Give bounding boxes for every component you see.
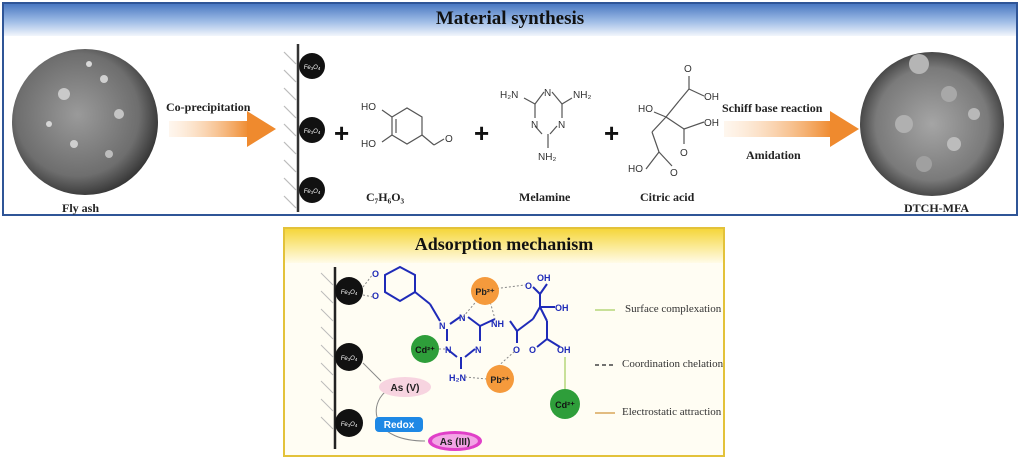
nh-label: NH	[491, 319, 504, 329]
synthesis-graphic: Fe₃O₄ Fe₃O₄ Fe₃O₄ + + + HO HO O	[12, 44, 1004, 212]
hydroxyl-label: OH	[557, 345, 571, 355]
svg-text:Pb²⁺: Pb²⁺	[475, 287, 494, 297]
plus-sign: +	[474, 118, 489, 148]
schiff-base-arrow	[724, 111, 859, 147]
co-precipitation-arrow	[169, 111, 276, 147]
fe3o4-particle: Fe₃O₄	[335, 277, 363, 305]
surface-wall	[320, 267, 337, 449]
mechanism-header: Adsorption mechanism	[285, 229, 723, 263]
as5-badge: As (V)	[379, 377, 431, 397]
melamine-structure	[523, 91, 573, 148]
mechanism-graphic: Fe₃O₄ Fe₃O₄ Fe₃O₄	[320, 265, 615, 451]
svg-text:Cd²⁺: Cd²⁺	[415, 345, 435, 355]
amidation-label: Amidation	[746, 148, 801, 162]
nitrogen-label: N	[445, 345, 452, 355]
reagent-melamine-label: Melamine	[519, 190, 571, 204]
dihydroxybenzaldehyde-structure	[381, 107, 445, 146]
pb-ion: Pb²⁺	[471, 277, 499, 305]
hydroxyl-label: OH	[704, 92, 719, 103]
oxygen-label: O	[529, 345, 536, 355]
hydroxyl-label: HO	[628, 164, 643, 175]
legend-surface-complexation: Surface complexation	[625, 303, 722, 315]
as3-badge: As (III)	[428, 431, 482, 451]
redox-cycle-line	[375, 391, 426, 442]
cd-ion: Cd²⁺	[550, 389, 580, 419]
fe3o4-particle: Fe₃O₄	[335, 343, 363, 371]
hydroxyl-label: HO	[361, 139, 376, 150]
amine-label: NH₂	[573, 90, 591, 101]
amine-label: H₂N	[449, 373, 466, 383]
adsorption-mechanism-panel: Adsorption mechanism Fe₃O₄ Fe₃	[283, 227, 725, 457]
cd-ion: Cd²⁺	[411, 335, 439, 363]
svg-text:As (III): As (III)	[440, 437, 471, 448]
hydroxyl-label: HO	[361, 102, 376, 113]
svg-text:As (V): As (V)	[391, 383, 420, 394]
oxygen-label: O	[684, 64, 692, 75]
oxygen-label: O	[525, 281, 532, 291]
svg-text:Fe₃O₄: Fe₃O₄	[341, 290, 358, 296]
fly-ash-label: Fly ash	[62, 201, 100, 215]
surface-wall	[283, 44, 300, 212]
redox-badge: Redox	[375, 417, 423, 432]
fe3o4-particle: Fe₃O₄	[335, 409, 363, 437]
amine-label: NH₂	[538, 152, 556, 163]
reagent-c7h6o3-label: C₇H₆O₃	[366, 190, 405, 204]
material-synthesis-panel: Material synthesis	[2, 2, 1018, 216]
amine-label: H₂N	[500, 90, 518, 101]
nitrogen-label: N	[475, 345, 482, 355]
oxygen-label: O	[372, 291, 379, 301]
legend-electrostatic-attraction: Electrostatic attraction	[622, 406, 722, 418]
dtch-mfa-sem-image	[860, 52, 1004, 196]
pb-ion: Pb²⁺	[486, 365, 514, 393]
legend-coordination-chelation: Coordination chelation	[622, 358, 724, 370]
svg-text:Fe₃O₄: Fe₃O₄	[341, 356, 358, 362]
hydroxyl-label: OH	[555, 303, 569, 313]
oxygen-label: O	[372, 269, 379, 279]
nitrogen-label: N	[531, 120, 538, 131]
oxygen-label: O	[513, 345, 520, 355]
schiff-base-reaction-label: Schiff base reaction	[722, 101, 823, 115]
fly-ash-sem-image	[12, 49, 158, 195]
synthesis-title: Material synthesis	[435, 8, 585, 29]
oxygen-label: O	[670, 168, 678, 179]
fe3o4-particle: Fe₃O₄	[299, 117, 325, 143]
nitrogen-label: N	[544, 88, 551, 99]
svg-text:Fe₃O₄: Fe₃O₄	[304, 129, 321, 135]
as5-bond-line	[362, 362, 382, 382]
oxygen-label: O	[680, 148, 688, 159]
svg-text:Fe₃O₄: Fe₃O₄	[341, 422, 358, 428]
plus-sign: +	[604, 118, 619, 148]
svg-text:Redox: Redox	[384, 420, 415, 431]
svg-text:Cd²⁺: Cd²⁺	[555, 400, 575, 410]
citric-acid-structure	[645, 76, 705, 170]
hydroxyl-label: HO	[638, 104, 653, 115]
dtch-mfa-label: DTCH-MFA	[904, 201, 970, 215]
synthesis-header: Material synthesis	[4, 4, 1016, 36]
svg-text:Fe₃O₄: Fe₃O₄	[304, 189, 321, 195]
reagent-citric-acid-label: Citric acid	[640, 190, 695, 204]
svg-text:Pb²⁺: Pb²⁺	[490, 375, 509, 385]
hydroxyl-label: OH	[704, 118, 719, 129]
nitrogen-label: N	[439, 321, 446, 331]
fe3o4-particle: Fe₃O₄	[299, 177, 325, 203]
nitrogen-label: N	[459, 313, 466, 323]
nitrogen-label: N	[558, 120, 565, 131]
carbonyl-o-label: O	[445, 134, 453, 145]
co-precipitation-label: Co-precipitation	[166, 100, 251, 114]
hydroxyl-label: OH	[537, 273, 551, 283]
dtch-molecule-structure	[384, 265, 561, 369]
plus-sign: +	[334, 118, 349, 148]
fe3o4-particle: Fe₃O₄	[299, 53, 325, 79]
mechanism-title: Adsorption mechanism	[414, 234, 594, 254]
svg-text:Fe₃O₄: Fe₃O₄	[304, 65, 321, 71]
